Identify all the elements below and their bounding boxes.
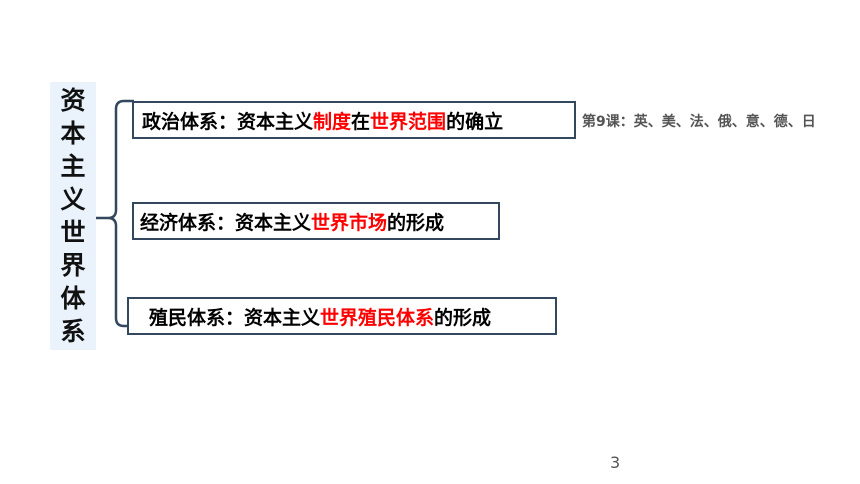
political-middle: 在 xyxy=(351,110,371,133)
colonial-suffix: 的形成 xyxy=(434,306,492,329)
vertical-title: 资 本 主 义 世 界 体 系 xyxy=(50,82,96,350)
economic-suffix: 的形成 xyxy=(387,211,445,234)
title-char: 主 xyxy=(60,152,86,181)
political-highlight-1: 制度 xyxy=(313,110,352,133)
economic-highlight: 世界市场 xyxy=(311,211,388,234)
title-char: 义 xyxy=(60,185,86,214)
economic-system-box: 经济体系：资本主义世界市场的形成 xyxy=(132,202,500,240)
title-char: 系 xyxy=(60,317,86,346)
political-system-box: 政治体系：资本主义制度在世界范围的确立 xyxy=(132,101,576,139)
title-char: 体 xyxy=(60,284,86,313)
economic-prefix: 经济体系：资本主义 xyxy=(140,211,312,234)
title-char: 界 xyxy=(60,251,86,280)
title-char: 世 xyxy=(60,218,86,247)
political-highlight-2: 世界范围 xyxy=(370,110,447,133)
colonial-system-box: 殖民体系：资本主义世界殖民体系的形成 xyxy=(127,297,557,335)
page-number: 3 xyxy=(610,453,621,472)
title-char: 本 xyxy=(60,119,86,148)
lesson-note: 第9课：英、美、法、俄、意、德、日 xyxy=(582,114,816,130)
title-char: 资 xyxy=(60,86,86,115)
colonial-highlight: 世界殖民体系 xyxy=(320,306,435,329)
colonial-prefix: 殖民体系：资本主义 xyxy=(149,306,321,329)
political-prefix: 政治体系：资本主义 xyxy=(142,110,314,133)
political-suffix: 的确立 xyxy=(446,110,504,133)
